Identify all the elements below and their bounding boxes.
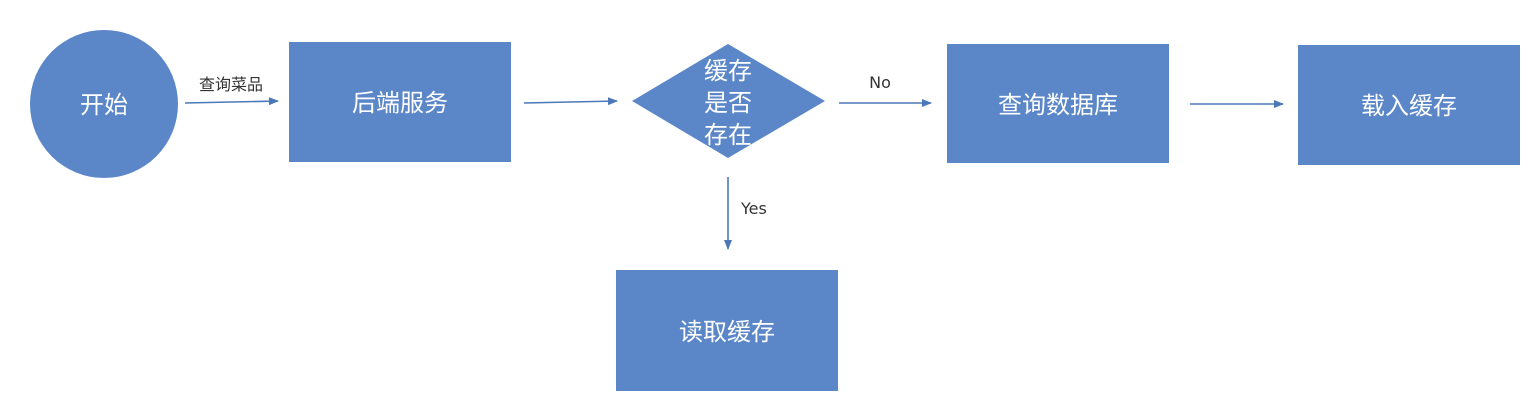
- edge-start-to-backend-label: 查询菜品: [199, 75, 263, 94]
- edge-decision-no: No: [839, 73, 932, 107]
- edge-decision-yes-label: Yes: [740, 199, 767, 218]
- start-circle: [30, 30, 178, 178]
- edge-start-to-backend: 查询菜品: [184, 75, 279, 106]
- start-node: 开始: [30, 30, 178, 178]
- edge-backend-to-decision-line: [523, 97, 618, 106]
- query-db-rect: [947, 44, 1169, 163]
- decision-node: 缓存 是否 存在: [632, 44, 825, 158]
- edge-decision-yes: Yes: [724, 177, 767, 250]
- backend-node: 后端服务: [289, 42, 511, 162]
- load-cache-rect: [1298, 45, 1520, 165]
- backend-label: 后端服务: [352, 89, 448, 117]
- load-cache-label: 载入缓存: [1361, 92, 1457, 120]
- read-cache-label: 读取缓存: [679, 318, 775, 346]
- edge-start-to-backend-line: [184, 97, 279, 106]
- decision-label-line-1: 缓存: [704, 57, 752, 85]
- decision-diamond: [632, 44, 825, 158]
- backend-rect: [289, 42, 511, 162]
- query-db-node: 查询数据库: [947, 44, 1169, 163]
- load-cache-node: 载入缓存: [1298, 45, 1520, 165]
- edge-decision-no-label: No: [869, 73, 891, 92]
- read-cache-node: 读取缓存: [616, 270, 838, 391]
- edge-backend-to-decision: [523, 97, 618, 106]
- start-label: 开始: [80, 91, 128, 119]
- read-cache-rect: [616, 270, 838, 391]
- decision-label-line-2: 是否: [704, 89, 752, 117]
- decision-label-line-3: 存在: [704, 121, 752, 149]
- query-db-label: 查询数据库: [998, 91, 1118, 119]
